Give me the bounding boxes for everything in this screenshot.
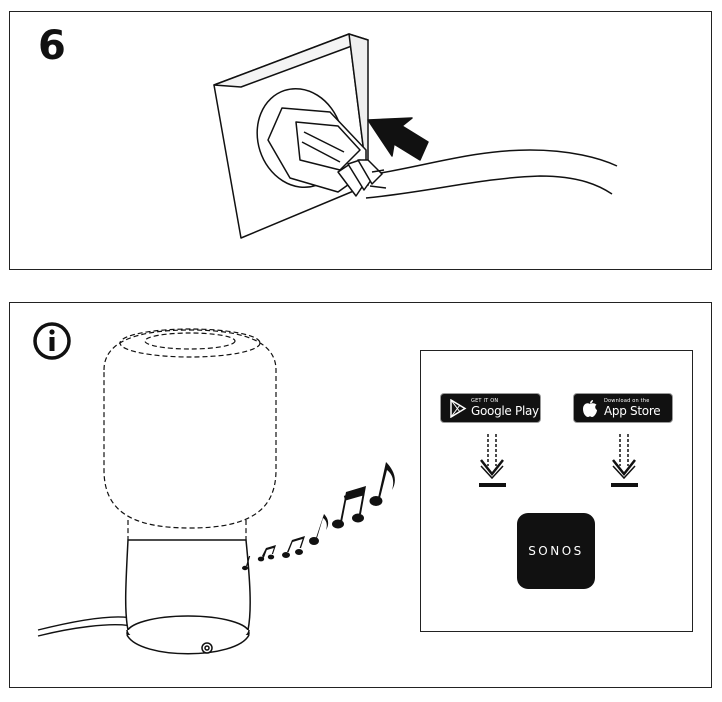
google-play-badge[interactable]: GET IT ON Google Play bbox=[440, 393, 541, 423]
step-number: 6 bbox=[38, 23, 66, 69]
app-store-badge[interactable]: Download on the App Store bbox=[573, 393, 673, 423]
app-store-label: App Store bbox=[604, 404, 661, 418]
lamp-shade-outline bbox=[103, 328, 277, 540]
push-arrow bbox=[367, 117, 429, 161]
info-circle-icon bbox=[33, 322, 71, 360]
sonos-app-icon[interactable]: SONOS bbox=[517, 513, 595, 589]
music-notes-icon bbox=[242, 462, 395, 571]
google-play-label: Google Play bbox=[471, 404, 539, 418]
sonos-label: SONOS bbox=[528, 544, 584, 558]
download-arrow-icon bbox=[487, 434, 629, 466]
apple-icon bbox=[583, 400, 597, 417]
google-play-icon bbox=[450, 399, 467, 418]
google-play-small-text: GET IT ON bbox=[471, 398, 499, 404]
download-arrow-icon bbox=[480, 459, 636, 480]
app-store-small-text: Download on the bbox=[604, 398, 650, 404]
lamp-base bbox=[124, 539, 251, 655]
